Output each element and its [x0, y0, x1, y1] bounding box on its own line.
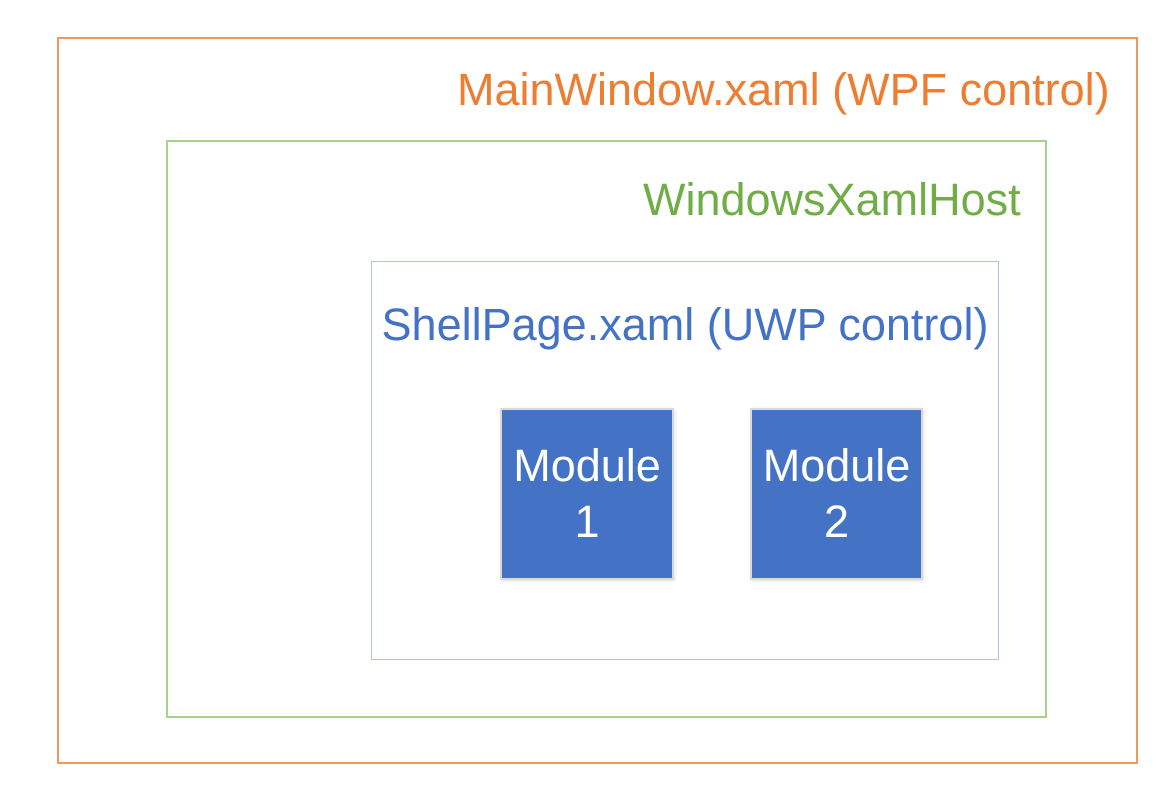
- windowsxamlhost-box: [166, 140, 1047, 718]
- mainwindow-wpf-label: MainWindow.xaml (WPF control): [457, 64, 1110, 115]
- module-1-label-line1: Module: [513, 440, 661, 491]
- module-1-box: Module 1: [500, 408, 674, 580]
- module-2-label-line2: 2: [823, 496, 850, 547]
- mainwindow-wpf-box: [57, 37, 1138, 764]
- shellpage-uwp-box: [371, 261, 999, 660]
- module-2-label-line1: Module: [762, 440, 911, 491]
- windowsxamlhost-label: WindowsXamlHost: [643, 174, 1021, 225]
- module-2-box: Module 2: [750, 408, 923, 580]
- module-1-label-line2: 1: [574, 496, 600, 547]
- shellpage-uwp-label: ShellPage.xaml (UWP control): [381, 299, 989, 350]
